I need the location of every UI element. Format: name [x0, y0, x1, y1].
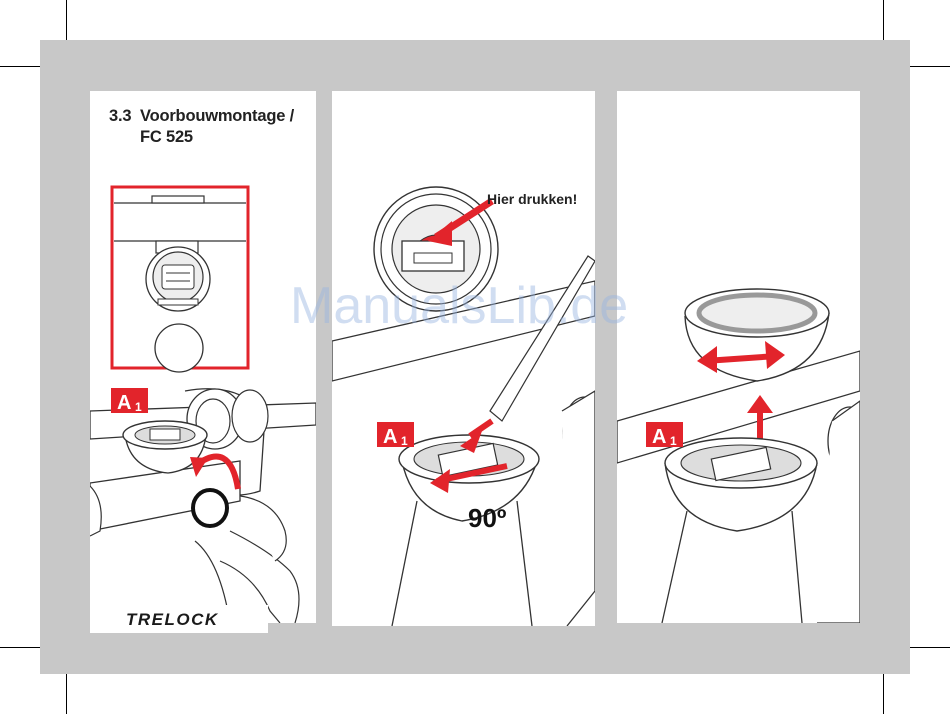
brand-logo: TRELOCK — [90, 605, 268, 633]
badge-subscript: 1 — [401, 434, 408, 448]
badge-letter: A — [652, 426, 666, 448]
instruction-panel-2: Hier drukken! 90º A 1 — [332, 91, 595, 626]
badge-subscript: 1 — [135, 400, 142, 414]
callout-text: Hier drukken! — [487, 191, 577, 207]
crop-mark — [910, 647, 950, 648]
crop-mark — [883, 674, 884, 714]
crop-mark — [66, 0, 67, 40]
badge-letter: A — [383, 426, 397, 448]
crop-mark — [0, 647, 40, 648]
watermark: ManualsLib.de — [290, 276, 628, 336]
crop-mark — [0, 66, 40, 67]
crop-mark — [910, 66, 950, 67]
badge-letter: A — [117, 392, 131, 414]
instruction-panel-3: A 1 — [617, 91, 860, 623]
badge-subscript: 1 — [670, 434, 677, 448]
mount-illustration-1: A 1 — [90, 91, 316, 623]
crop-mark — [883, 0, 884, 40]
brand-name: TRELOCK — [126, 610, 219, 630]
mount-illustration-2: Hier drukken! 90º A 1 — [332, 91, 595, 626]
mount-illustration-3: A 1 — [617, 91, 860, 623]
rotation-angle: 90º — [468, 503, 507, 533]
crop-mark — [66, 674, 67, 714]
